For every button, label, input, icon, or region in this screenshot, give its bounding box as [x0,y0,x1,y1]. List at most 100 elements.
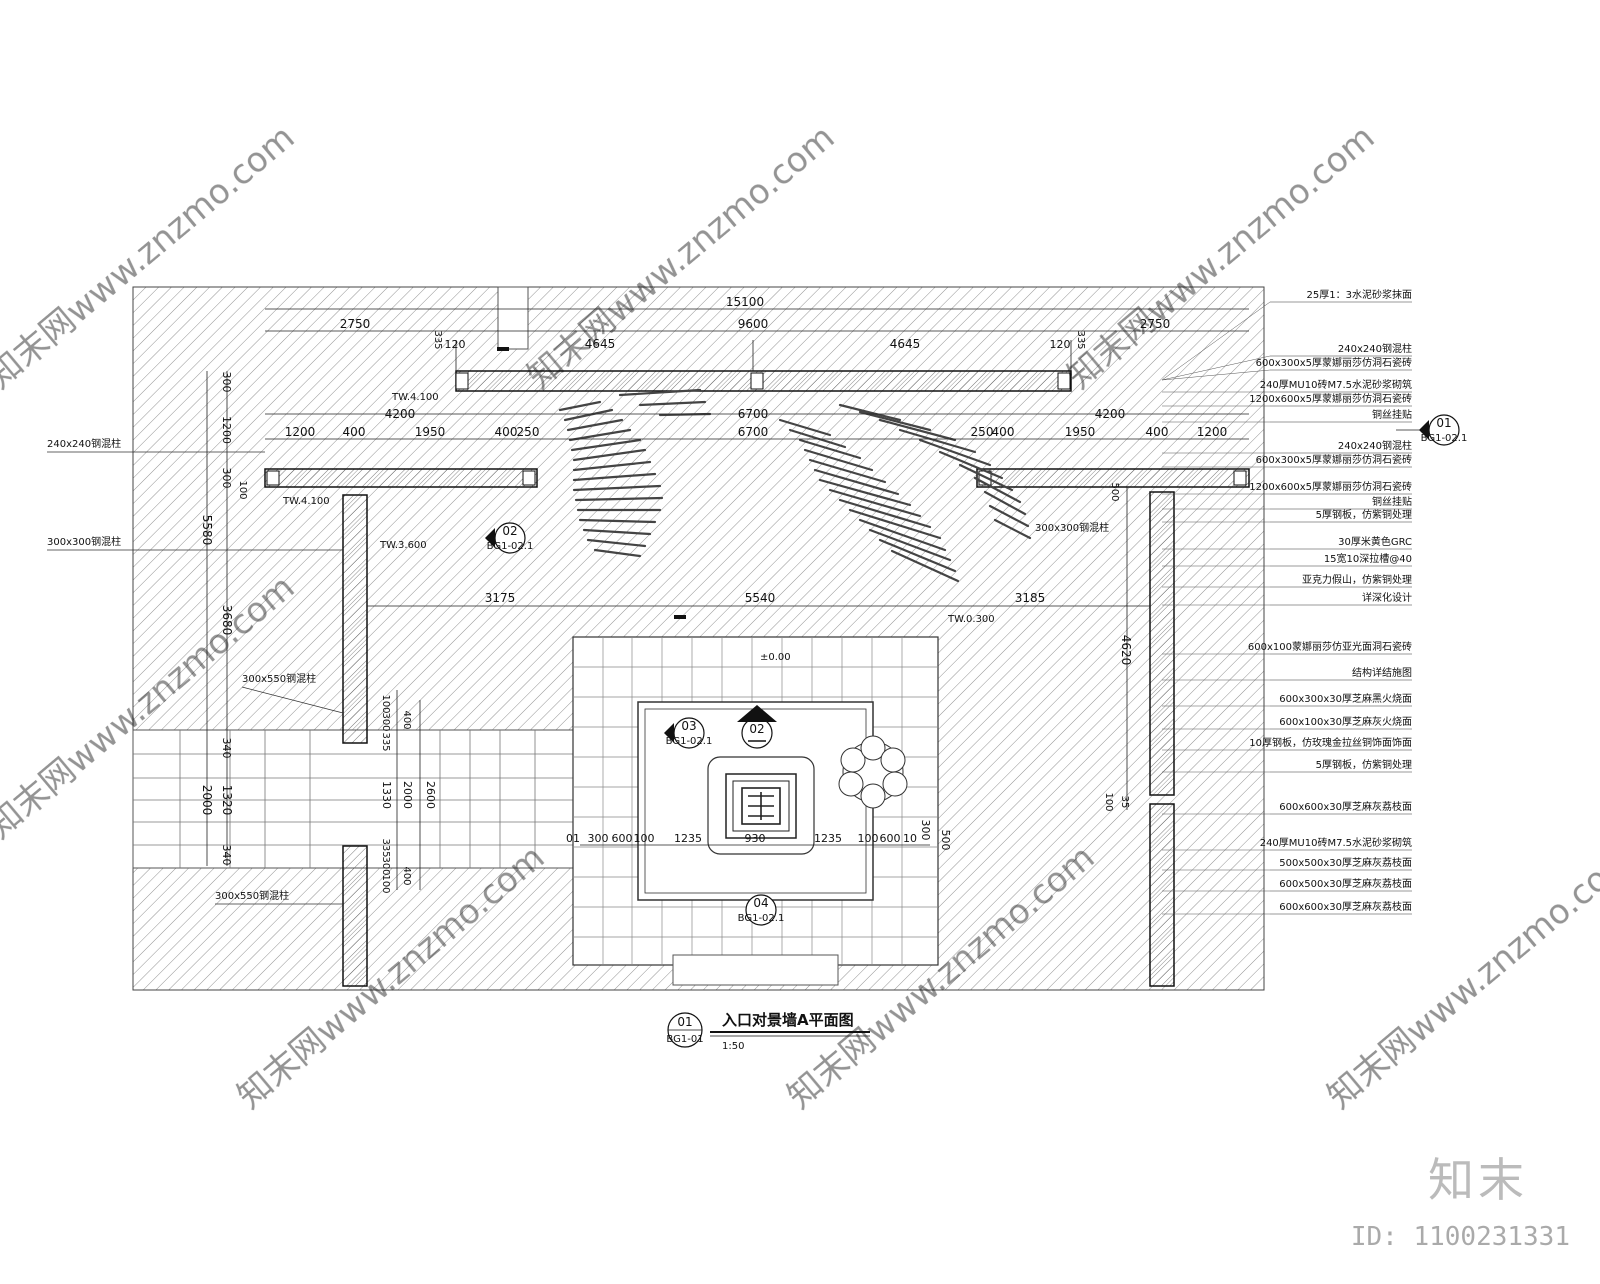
level-mark: TW.4.100 [282,496,330,507]
dim-mid: 3175 [485,591,516,605]
dim-bottom: 100 [858,832,879,845]
dim-top: 335 [1075,330,1086,349]
inner-note: 300x300钢混柱 [1035,521,1109,534]
dim-bottom: 300 [588,832,609,845]
right-note: 1200x600x5厚蒙娜丽莎仿洞石瓷砖 [1249,480,1412,493]
right-note: 结构详结施图 [1352,666,1412,679]
dim-left: 2000 [200,785,214,816]
left-side-wall [342,494,368,744]
tree-symbol [838,735,908,809]
dim-row3: 400 [992,425,1015,439]
dim-row3: 1200 [1197,425,1228,439]
level-mark: TW.0.300 [947,614,995,625]
dim-row3: 250 [971,425,994,439]
right-note: 240厚MU10砖M7.5水泥砂浆砌筑 [1260,378,1412,391]
dim-overall: 15100 [726,295,764,309]
dim-bottom: 01 [566,832,580,845]
dim-row3: 1950 [415,425,446,439]
right-note: 240厚MU10砖M7.5水泥砂浆砌筑 [1260,836,1412,849]
dim-row3: 400 [343,425,366,439]
dim-top: 120 [445,338,466,351]
drawing-title-block: 01 BG1-01 入口对景墙A平面图 1:50 [666,1011,870,1052]
right-note: 15宽10深拉槽@40 [1324,552,1412,565]
ref-num: 02 [502,524,517,538]
drawing-scale: 1:50 [722,1041,744,1052]
top-opening [497,286,529,350]
right-note-leader [1161,369,1271,381]
dim-left-2: 100 [380,874,391,893]
left-side-wall-lower [342,845,368,987]
ref-num: 03 [681,719,696,733]
right-note: 亚克力假山，仿紫铜处理 [1302,573,1412,586]
dim-top: 4645 [890,337,921,351]
right-note: 600x300x30厚芝麻黑火烧面 [1279,692,1412,705]
dim-left-2: 1330 [380,781,393,809]
dim-row3: 1200 [285,425,316,439]
dim-row3: 6700 [738,425,769,439]
dim-top: 335 [432,330,443,349]
dim-right: 35 [1119,796,1130,809]
dim-left: 300 [220,372,233,393]
dim-row3: 400 [1146,425,1169,439]
dim-bottom: 1235 [674,832,702,845]
level-marks: TW.4.100 TW.4.100 TW.3.600 TW.0.300 ±0.0… [282,392,995,663]
title-ref-num: 01 [677,1015,692,1029]
right-note-leader [1161,301,1271,381]
right-side-wall [1149,491,1175,796]
right-note: 铜丝挂贴 [1372,408,1412,421]
right-side-wall-lower [1149,803,1175,987]
dim-bottom: 500 [939,830,952,851]
dimension-labels: 15100 2750 335 120 4645 9600 4645 120 33… [200,295,1227,894]
dim-left-2: 400 [401,710,412,729]
emblem-pattern [741,787,781,825]
elevation-ref-02: 02 [737,705,777,749]
ref-num: 02 [749,722,764,736]
dim-top: 9600 [738,317,769,331]
dimension-lines [206,308,1249,890]
dim-bottom: 930 [745,832,766,845]
dim-left: 100 [237,480,248,499]
section-cut-marks [497,347,686,619]
right-note: 600x100x30厚芝麻灰火烧面 [1279,715,1412,728]
dim-right: 500 [1109,482,1120,501]
level-mark: ±0.00 [760,652,791,663]
dim-left: 3680 [220,605,234,636]
dim-mid: 5540 [745,591,776,605]
dim-left-2: 2600 [424,781,437,809]
section-ref-04: 04 BG1-02.1 [738,894,784,926]
dim-left: 1320 [220,785,234,816]
dim-left: 1200 [220,416,233,444]
dim-row3: 250 [517,425,540,439]
left-note: 240x240钢混柱 [47,437,121,450]
right-note: 600x300x5厚蒙娜丽莎仿洞石瓷砖 [1256,356,1412,369]
right-note: 240x240钢混柱 [1338,342,1412,355]
brand-logo: 知末 [1428,1153,1528,1207]
left-note: 300x550钢混柱 [215,889,289,902]
ref-num: 01 [1436,416,1451,430]
dim-top: 4645 [585,337,616,351]
dim-bottom: 100 [634,832,655,845]
dim-bottom: 10 [903,832,917,845]
right-note: 240x240钢混柱 [1338,439,1412,452]
section-ref-03: 03 BG1-02.1 [664,717,712,749]
right-note-leader [1161,355,1271,381]
dim-left: 340 [220,845,233,866]
dim-left-2: 400 [401,866,412,885]
dim-left: 340 [220,738,233,759]
dim-bottom: 1235 [814,832,842,845]
right-note: 25厚1：3水泥砂浆抹面 [1307,288,1412,301]
left-note: 300x300钢混柱 [47,535,121,548]
dim-left-2: 300 [380,856,391,875]
ref-num: 04 [753,896,768,910]
left-note: 300x550钢混柱 [242,672,316,685]
dim-top: 2750 [1140,317,1171,331]
dim-bottom: 600 [612,832,633,845]
dim-right: 4620 [1119,635,1133,666]
ref-sheet: BG1-02.1 [1421,433,1468,444]
right-note: 10厚钢板，仿玫瑰金拉丝铜饰面饰面 [1249,736,1412,749]
dim-row2: 4200 [1095,407,1126,421]
level-mark: TW.3.600 [379,540,427,551]
drawing-title: 入口对景墙A平面图 [722,1011,854,1029]
right-note: 600x600x30厚芝麻灰荔枝面 [1279,800,1412,813]
left-wall-lower [264,468,538,488]
